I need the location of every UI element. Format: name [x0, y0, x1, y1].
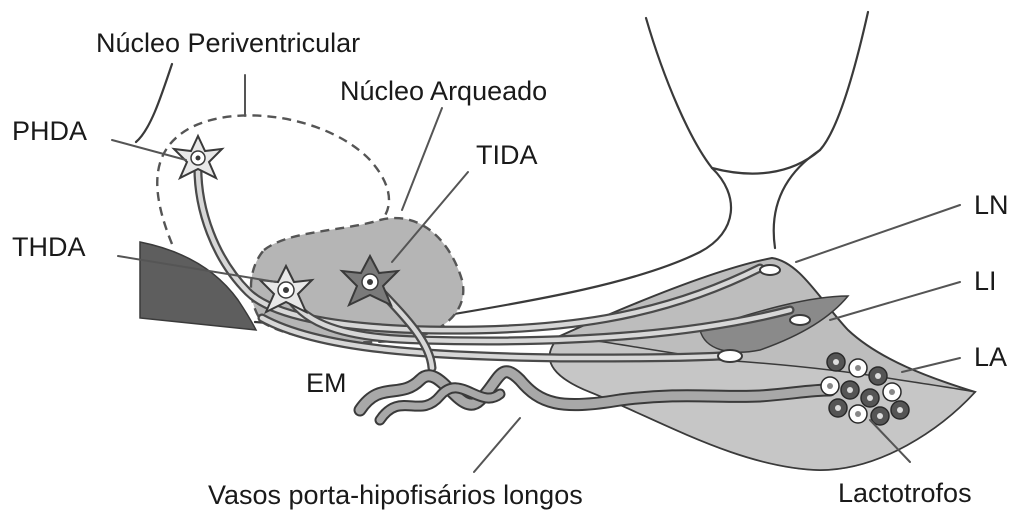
lactotroph-cell — [871, 407, 889, 425]
label-tida: TIDA — [476, 140, 538, 170]
lactotroph-cell — [849, 405, 867, 423]
lactotroph-cell — [841, 381, 859, 399]
lactotroph-cell — [861, 389, 879, 407]
label-arcuate: Núcleo Arqueado — [340, 76, 547, 106]
stalk-outline-right — [774, 12, 868, 248]
label-thda: THDA — [12, 232, 86, 262]
label-portal-vessels: Vasos porta-hipofisários longos — [208, 480, 583, 510]
left-boundary-line — [136, 64, 172, 142]
lactotroph-cell — [849, 359, 867, 377]
label-ln: LN — [974, 190, 1009, 220]
lactotroph-cell — [891, 401, 909, 419]
stalk-web — [712, 150, 820, 174]
label-lactotrophs: Lactotrofos — [838, 478, 972, 508]
label-em: EM — [306, 368, 347, 398]
label-la: LA — [974, 342, 1007, 372]
lactotroph-cell — [829, 399, 847, 417]
label-phda: PHDA — [12, 116, 87, 146]
lactotroph-cell — [827, 353, 845, 371]
periventricular-region — [157, 115, 389, 244]
label-li: LI — [974, 266, 997, 296]
label-periventricular: Núcleo Periventricular — [96, 28, 360, 58]
lactotroph-cell — [821, 377, 839, 395]
lactotroph-cell — [883, 383, 901, 401]
lactotroph-cell — [869, 367, 887, 385]
